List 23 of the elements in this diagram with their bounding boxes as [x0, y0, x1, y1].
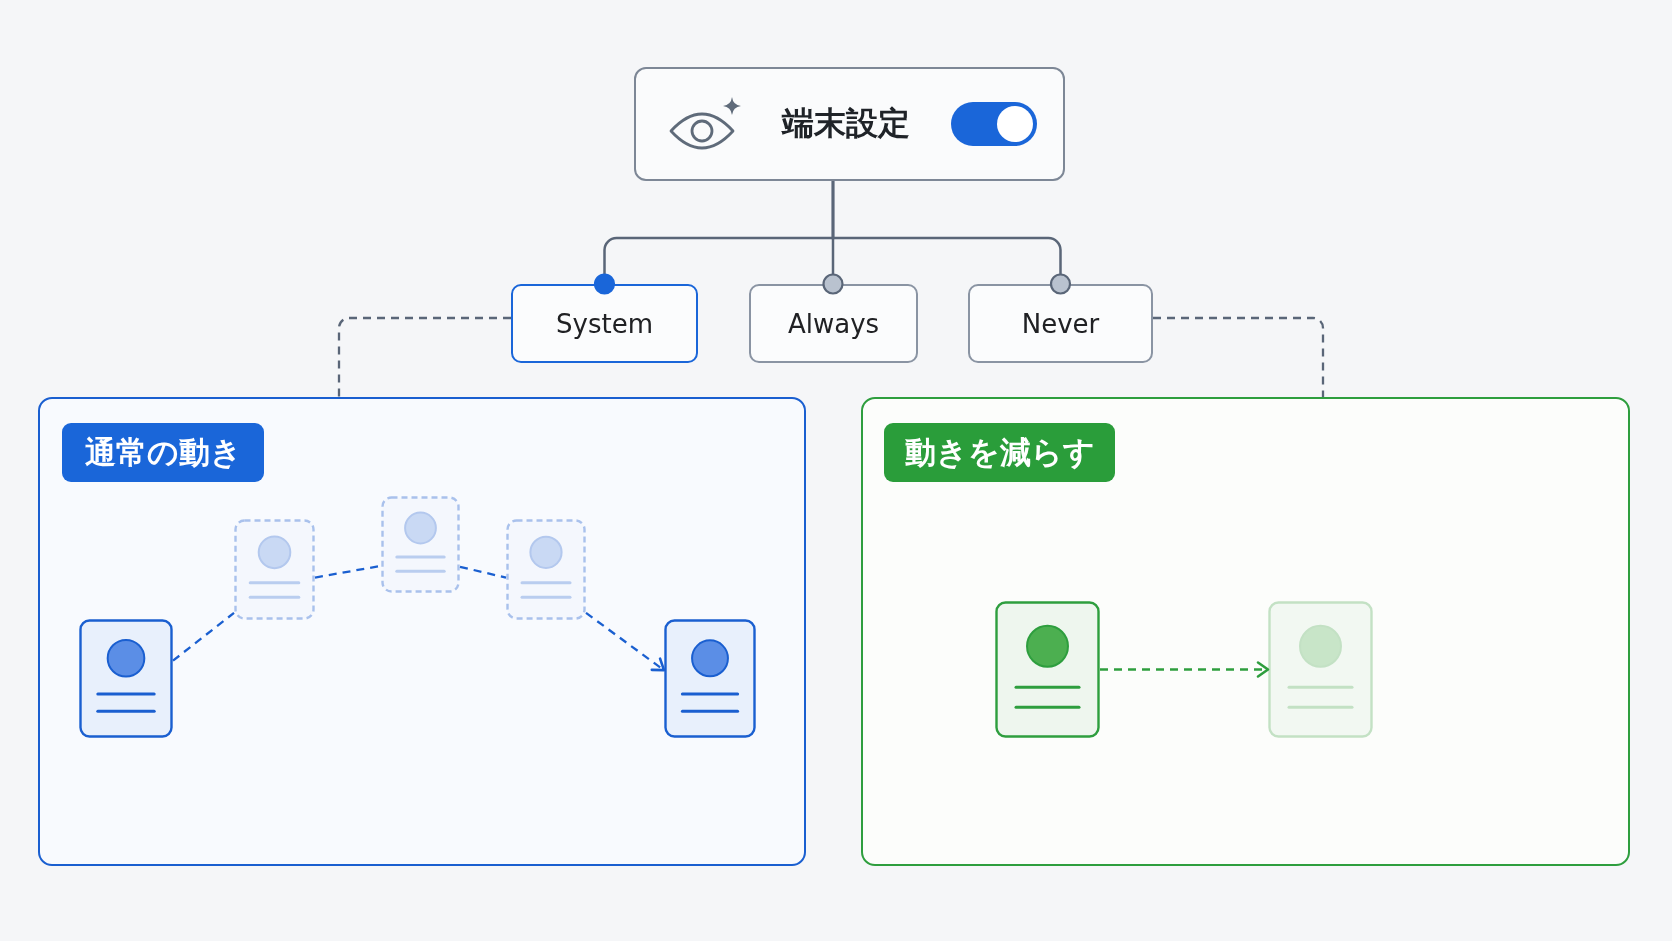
option-box: Never: [968, 284, 1153, 363]
option-box: Always: [749, 284, 918, 363]
card-icon: [79, 619, 173, 738]
section-tag: 通常の動き: [62, 423, 264, 482]
dashed-connector: [1153, 316, 1325, 397]
connector-line: [831, 181, 1072, 295]
dashed-connector: [337, 316, 511, 397]
dashed-connector: [172, 612, 235, 662]
card-icon: [381, 496, 460, 593]
dashed-arrow: [585, 612, 666, 672]
card-icon: [506, 519, 586, 620]
setting-label: 端末設定: [782, 103, 910, 144]
card-icon: [234, 519, 315, 620]
setting-box: [634, 67, 1065, 181]
section-tag: 動きを減らす: [884, 423, 1115, 482]
panel: [38, 397, 806, 866]
panel: [861, 397, 1630, 866]
card-icon: [995, 601, 1100, 738]
card-icon: [1268, 601, 1373, 738]
card-icon: [664, 619, 756, 738]
dashed-connector: [459, 565, 507, 579]
option-box: System: [511, 284, 698, 363]
dashed-arrow: [1100, 661, 1270, 678]
